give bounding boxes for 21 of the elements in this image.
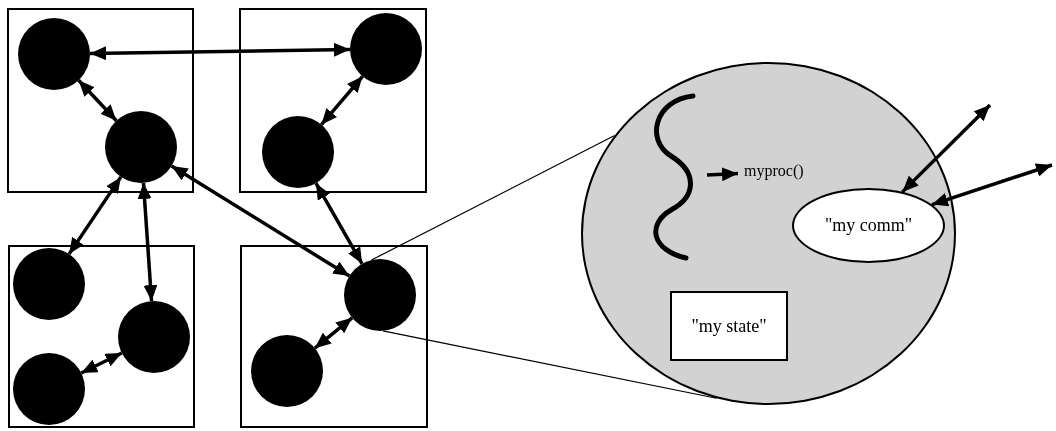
arrow xyxy=(313,316,354,350)
arrow xyxy=(89,42,351,61)
arrow xyxy=(170,164,351,278)
function-label: myproc() xyxy=(744,159,826,183)
arrow xyxy=(706,167,739,182)
group-box xyxy=(7,8,194,193)
zoom-line xyxy=(370,134,616,261)
arrow xyxy=(80,351,123,375)
arrow xyxy=(137,182,158,302)
arrow xyxy=(320,75,364,126)
arrow xyxy=(77,79,118,122)
arrow xyxy=(67,175,123,256)
arrow xyxy=(931,163,1053,207)
group-box xyxy=(240,245,428,428)
comm-ellipse: "my comm" xyxy=(792,188,945,263)
zoom-line xyxy=(382,330,718,399)
group-box xyxy=(8,245,195,428)
arrow xyxy=(314,182,364,265)
group-box xyxy=(239,8,427,193)
state-box: "my state" xyxy=(670,291,788,361)
arrow xyxy=(901,103,992,194)
